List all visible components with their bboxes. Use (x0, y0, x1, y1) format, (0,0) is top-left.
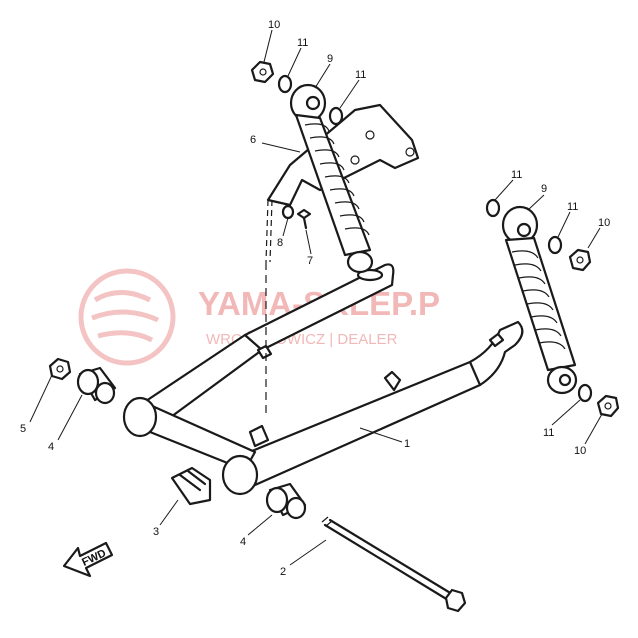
nut-10-top-right (568, 248, 592, 272)
leader-lines (29, 29, 603, 566)
chain-guide (170, 466, 212, 506)
callout-10: 10 (598, 217, 610, 229)
washer-11-top-left (277, 74, 293, 94)
watermark-logo-swoosh (91, 290, 160, 343)
callout-5: 5 (20, 423, 26, 435)
washer-11-right-of-left-shock (328, 106, 344, 126)
callout-8: 8 (277, 237, 283, 249)
callout-10: 10 (574, 445, 586, 457)
callout-9: 9 (327, 53, 333, 65)
nut-10-top-left (250, 60, 275, 84)
callout-7: 7 (307, 255, 313, 267)
callout-2: 2 (280, 566, 286, 578)
shock-absorber-right (501, 205, 578, 395)
bushing-right (265, 482, 307, 520)
callout-3: 3 (153, 526, 159, 538)
washer-8 (281, 204, 295, 220)
pivot-shaft (321, 516, 467, 613)
nut-10-bottom-right (596, 394, 620, 418)
bushing-left (76, 366, 117, 405)
callout-11: 11 (543, 427, 554, 439)
callout-11: 11 (567, 201, 578, 213)
shock-bracket (265, 103, 420, 415)
shock-absorber-left (289, 83, 374, 274)
callout-11: 11 (511, 169, 522, 181)
watermark-logo (78, 268, 176, 366)
callout-6: 6 (250, 134, 256, 146)
bolt-7 (296, 208, 312, 230)
callout-labels: 10 11 9 11 6 11 9 11 10 8 7 5 4 1 11 10 … (20, 19, 610, 578)
callout-4: 4 (48, 441, 54, 453)
callout-1: 1 (404, 438, 410, 450)
washer-11-bottom-right (577, 383, 593, 403)
callout-11: 11 (355, 69, 366, 81)
callout-10: 10 (268, 19, 280, 31)
washer-11-right-of-right-shock (547, 235, 563, 255)
callout-11: 11 (297, 37, 308, 49)
swing-arm (122, 263, 524, 496)
washer-11-top-right (485, 198, 501, 218)
fwd-label: FWD (80, 547, 108, 568)
pivot-nut (48, 357, 72, 381)
callout-4: 4 (240, 536, 246, 548)
callout-9: 9 (541, 183, 547, 195)
fwd-arrow: FWD (62, 541, 114, 578)
